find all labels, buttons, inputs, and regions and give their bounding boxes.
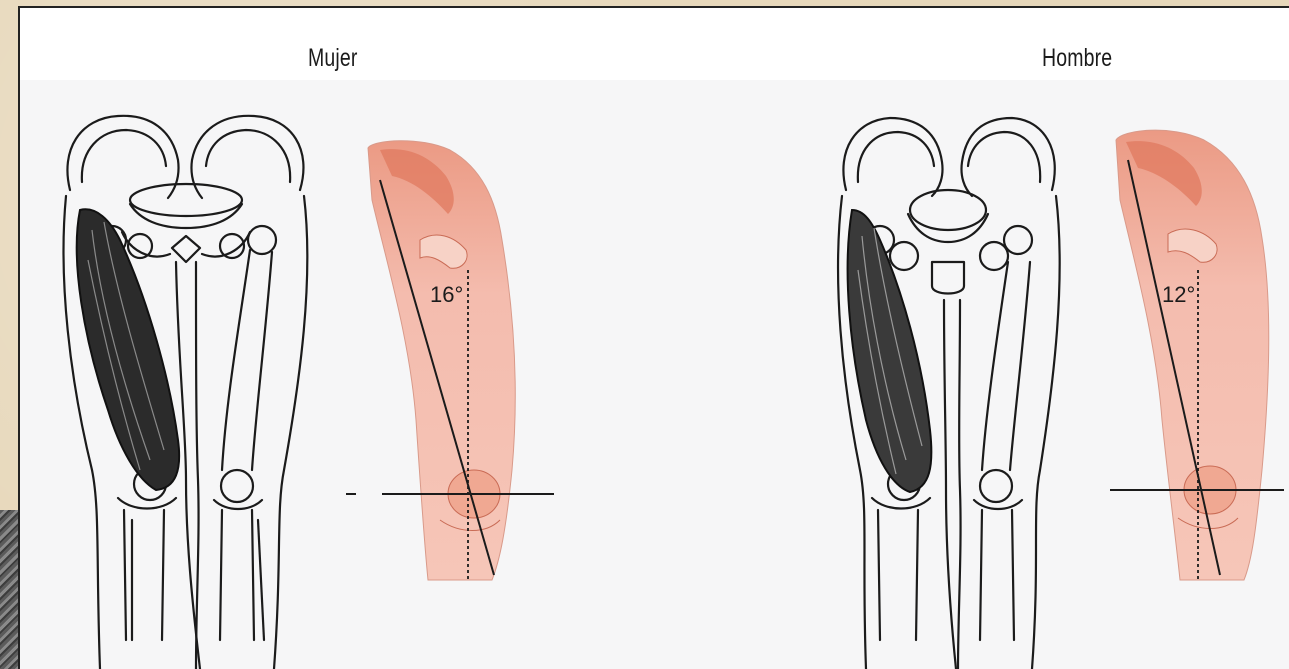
woman-q-angle-figure: [346, 141, 554, 580]
man-angle-value: 12°: [1162, 282, 1195, 307]
woman-angle-value: 16°: [430, 282, 463, 307]
woman-skeleton-drawing: [64, 116, 308, 669]
woman-quadriceps-muscle: [77, 209, 179, 490]
man-q-angle-figure: [1110, 130, 1284, 580]
